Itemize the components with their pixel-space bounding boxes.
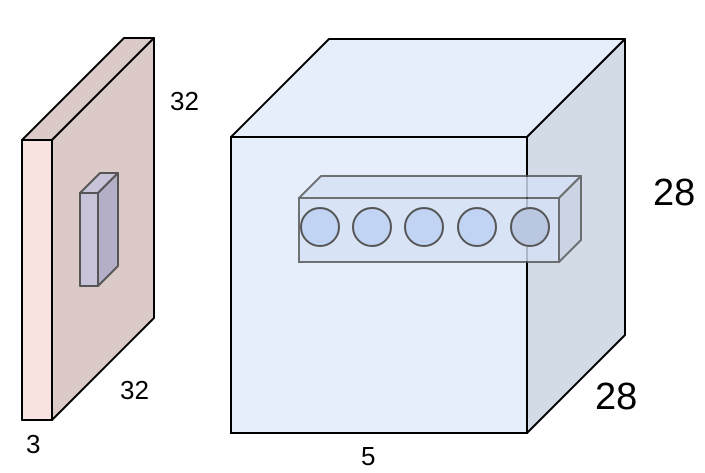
input-volume-front-face <box>21 139 53 421</box>
neurons <box>300 207 550 247</box>
input-depth-label: 3 <box>26 429 40 459</box>
conv-height-label: 28 <box>653 172 695 214</box>
conv-volume: 28 28 5 <box>230 38 695 471</box>
neuron-1 <box>300 207 340 247</box>
neuron-column-top <box>298 175 582 199</box>
neuron-4 <box>457 207 497 247</box>
receptive-field-front <box>79 192 99 287</box>
neuron-2 <box>352 207 392 247</box>
input-width-label: 32 <box>120 375 149 405</box>
receptive-field-side <box>97 172 119 287</box>
input-height-label: 32 <box>170 86 199 116</box>
input-volume: 32 32 3 <box>21 37 199 459</box>
conv-width-label: 28 <box>595 376 637 418</box>
receptive-field <box>79 172 119 287</box>
neuron-3 <box>404 207 444 247</box>
conv-depth-label: 5 <box>361 441 375 471</box>
neuron-5 <box>510 207 550 247</box>
